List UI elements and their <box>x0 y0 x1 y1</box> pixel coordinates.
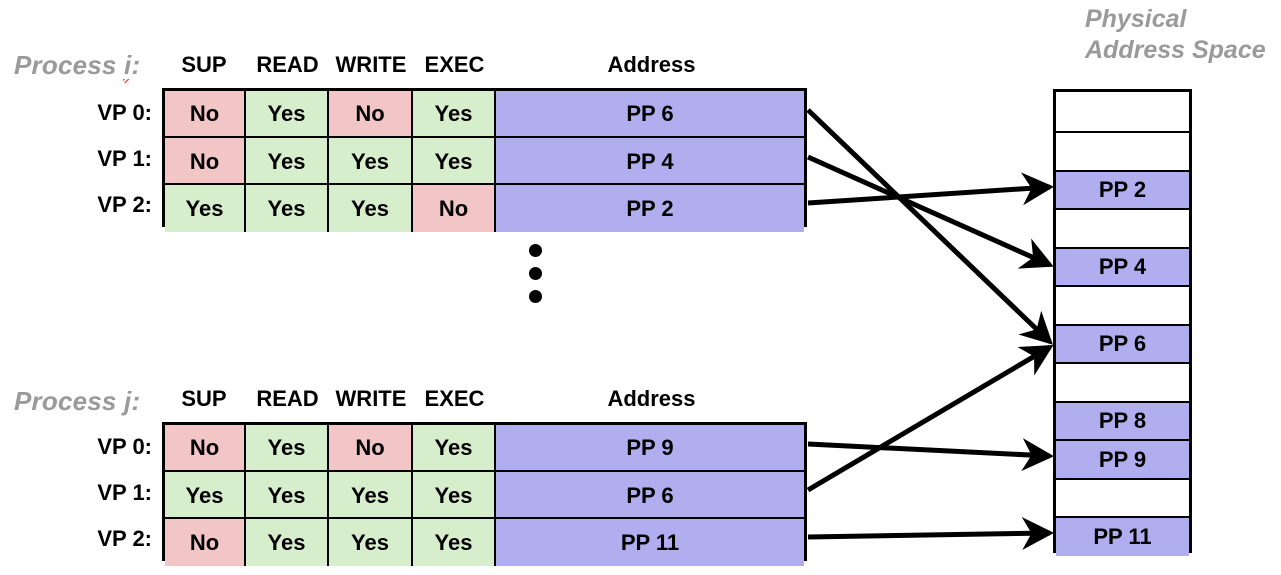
cell-address: PP 6 <box>496 91 804 136</box>
memory-frame-8[interactable]: PP 8 <box>1056 401 1189 439</box>
table-j-header-read: READ <box>256 386 319 411</box>
table-row[interactable]: No Yes Yes Yes PP 11 <box>165 517 804 566</box>
cell-write: No <box>329 425 413 470</box>
process-j-label-colon: : <box>131 386 141 416</box>
pas-title-line2: Address Space <box>1085 35 1266 64</box>
cell-exec: Yes <box>413 138 496 185</box>
process-j-label: Process j: <box>14 386 140 417</box>
table-i-header-exec: EXEC <box>424 52 485 77</box>
cell-write: No <box>329 91 413 136</box>
table-j-row-label-vp0: VP 0: <box>97 434 152 459</box>
process-j-label-var: j <box>124 386 132 416</box>
memory-frame-7[interactable] <box>1056 362 1189 401</box>
vertical-ellipsis-icon <box>529 244 542 303</box>
cell-address: PP 6 <box>496 472 804 519</box>
memory-frame-6[interactable]: PP 6 <box>1056 324 1189 362</box>
process-j-label-text: Process <box>14 386 125 416</box>
table-i-header-read: READ <box>256 52 319 77</box>
cell-exec: Yes <box>413 519 496 566</box>
cell-exec: Yes <box>413 91 496 136</box>
memory-frame-2[interactable]: PP 2 <box>1056 170 1189 208</box>
table-row[interactable]: No Yes Yes Yes PP 4 <box>165 136 804 185</box>
table-i-row-label-vp1: VP 1: <box>97 146 152 171</box>
arrow-j-vp2-to-pp11 <box>807 516 1054 550</box>
process-i-label-var: i <box>122 50 132 83</box>
table-row[interactable]: No Yes No Yes PP 6 <box>165 91 804 136</box>
memory-frame-5[interactable] <box>1056 285 1189 324</box>
table-j-header-sup: SUP <box>181 386 227 411</box>
table-row[interactable]: No Yes No Yes PP 9 <box>165 425 804 470</box>
cell-address: PP 2 <box>496 185 804 232</box>
table-i-header-address: Address <box>607 52 696 77</box>
pas-title-line1: Physical <box>1085 5 1187 33</box>
cell-write: Yes <box>329 519 413 566</box>
cell-write: Yes <box>329 138 413 185</box>
cell-write: Yes <box>329 472 413 519</box>
memory-frame-3[interactable] <box>1056 208 1189 247</box>
cell-exec: Yes <box>413 472 496 519</box>
cell-read: Yes <box>246 519 329 566</box>
table-row[interactable]: Yes Yes Yes Yes PP 6 <box>165 470 804 519</box>
table-j-header-write: WRITE <box>335 386 407 411</box>
cell-sup: Yes <box>165 185 246 232</box>
memory-frame-10[interactable] <box>1056 478 1189 516</box>
page-table-process-i: No Yes No Yes PP 6 No Yes Yes Yes PP 4 Y… <box>162 88 807 232</box>
cell-read: Yes <box>246 425 329 470</box>
memory-frame-11[interactable]: PP 11 <box>1056 516 1189 556</box>
arrow-j-vp0-to-pp9 <box>807 438 1054 472</box>
cell-read: Yes <box>246 472 329 519</box>
arrow-j-vp1-to-pp6 <box>806 344 1054 493</box>
cell-read: Yes <box>246 185 329 232</box>
table-j-row-label-vp2: VP 2: <box>97 526 152 551</box>
table-i-header-sup: SUP <box>181 52 227 77</box>
memory-frame-1[interactable] <box>1056 131 1189 170</box>
arrow-i-vp0-to-pp6 <box>806 108 1053 345</box>
page-table-process-j: No Yes No Yes PP 9 Yes Yes Yes Yes PP 6 … <box>162 422 807 566</box>
cell-sup: Yes <box>165 472 246 519</box>
cell-read: Yes <box>246 91 329 136</box>
cell-address: PP 4 <box>496 138 804 185</box>
cell-sup: No <box>165 425 246 470</box>
table-i-row-label-vp0: VP 0: <box>97 100 152 125</box>
memory-frame-4[interactable]: PP 4 <box>1056 247 1189 285</box>
cell-sup: No <box>165 138 246 185</box>
memory-frame-9[interactable]: PP 9 <box>1056 439 1189 478</box>
table-j-header-address: Address <box>607 386 696 411</box>
cell-address: PP 9 <box>496 425 804 470</box>
cell-write: Yes <box>329 185 413 232</box>
cell-read: Yes <box>246 138 329 185</box>
table-i-row-label-vp2: VP 2: <box>97 192 152 217</box>
process-i-label-colon: : <box>131 50 141 80</box>
physical-memory-column: PP 2 PP 4 PP 6 PP 8 PP 9 PP 11 <box>1053 89 1192 556</box>
arrow-i-vp1-to-pp4 <box>806 154 1054 269</box>
table-row[interactable]: Yes Yes Yes No PP 2 <box>165 183 804 232</box>
process-i-label-text: Process <box>14 50 125 80</box>
table-j-header-exec: EXEC <box>424 386 485 411</box>
arrow-i-vp2-to-pp2 <box>807 172 1054 206</box>
table-i-header-write: WRITE <box>335 52 407 77</box>
cell-exec: No <box>413 185 496 232</box>
cell-address: PP 11 <box>496 519 804 566</box>
cell-sup: No <box>165 91 246 136</box>
cell-exec: Yes <box>413 425 496 470</box>
physical-address-space-title: Physical Address Space <box>1085 4 1266 65</box>
process-i-label: Process i: <box>14 50 141 83</box>
cell-sup: No <box>165 519 246 566</box>
memory-frame-0[interactable] <box>1056 92 1189 131</box>
table-j-row-label-vp1: VP 1: <box>97 480 152 505</box>
